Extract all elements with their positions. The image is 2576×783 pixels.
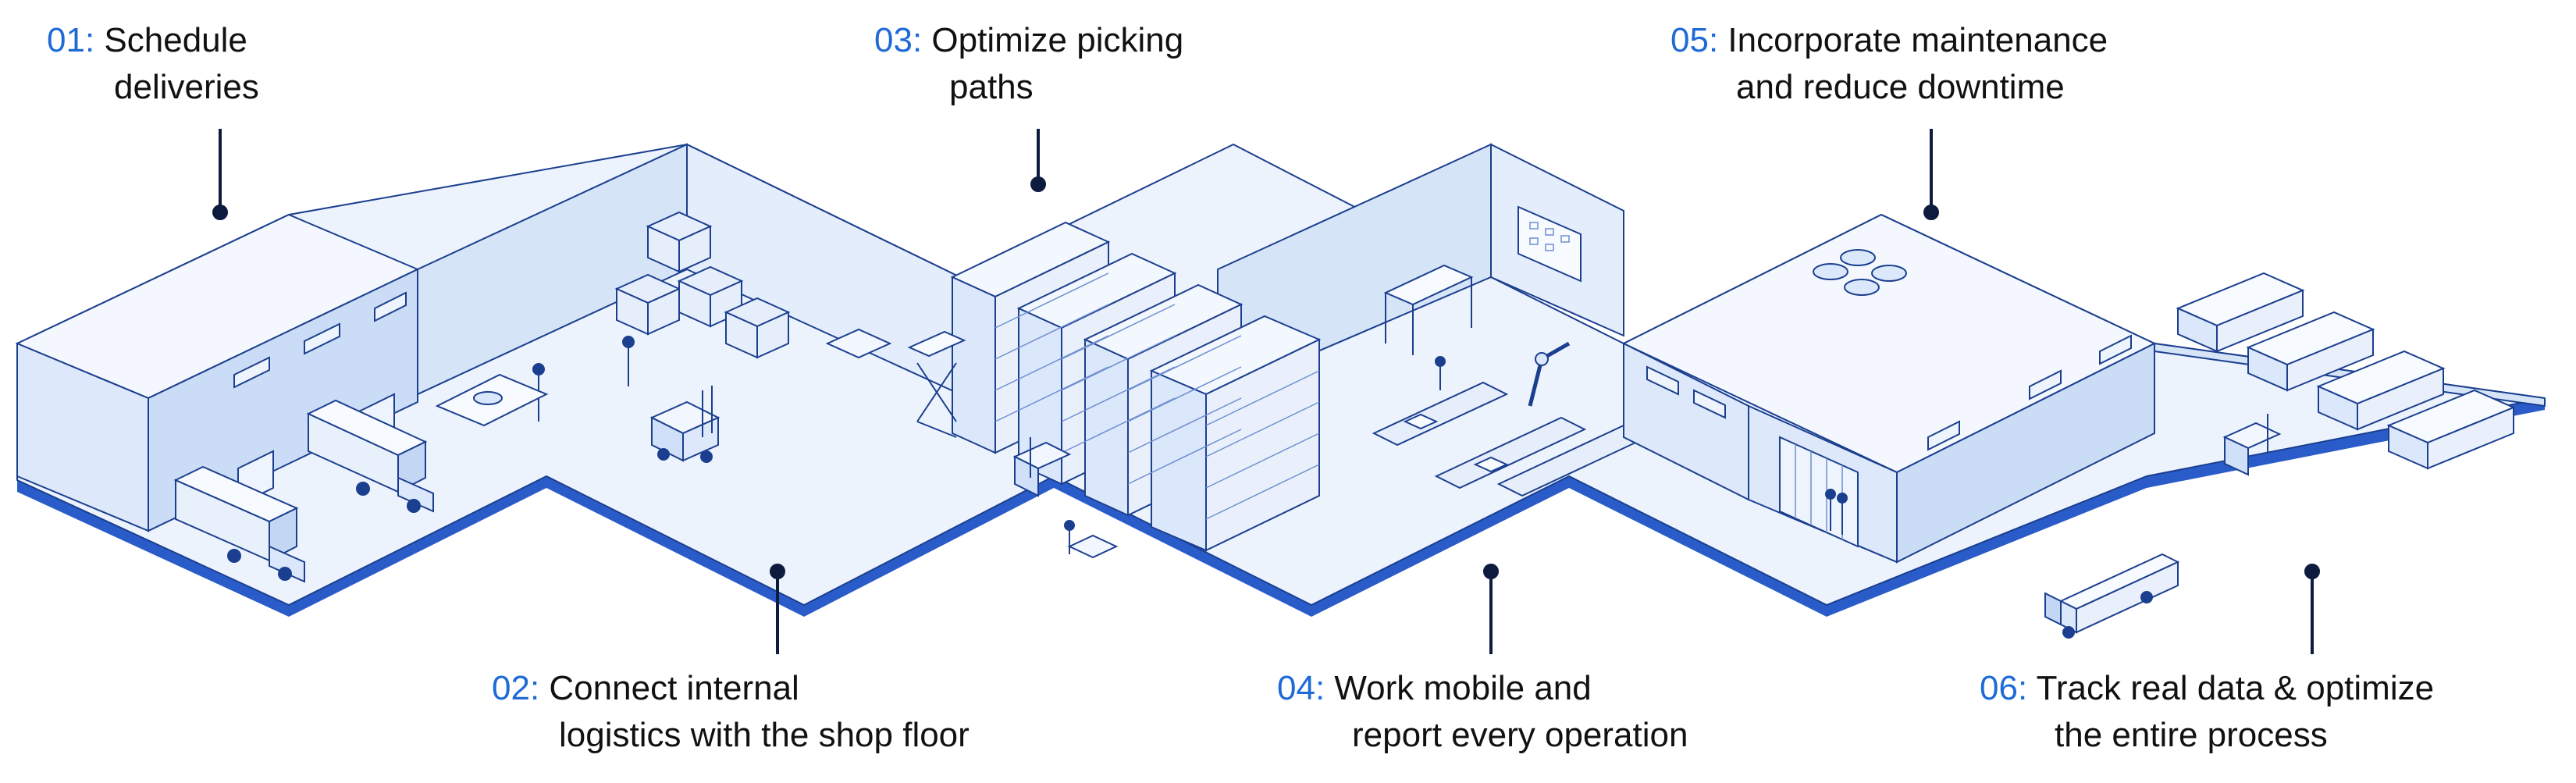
conveyor-icon [1372, 205, 1649, 497]
step-02-line1: Connect internal [549, 669, 799, 707]
factory-icon [1621, 213, 2157, 564]
bldg1-side [148, 268, 418, 532]
pin-02 [770, 564, 785, 654]
step-01-number: 01: [47, 21, 95, 59]
step-06-label: 06: Track real data & optimize the entir… [1980, 665, 2434, 759]
truck-dock-icon [173, 399, 434, 583]
step-03-line2: paths [949, 68, 1034, 106]
pins [212, 129, 2320, 654]
step-06-number: 06: [1980, 669, 2028, 707]
step-04-line1: Work mobile and [1334, 669, 1592, 707]
pin-06 [2304, 564, 2320, 654]
box-stack [614, 211, 791, 359]
step-04-number: 04: [1277, 669, 1325, 707]
forklift-icon [435, 211, 892, 463]
bldg2-side [1896, 342, 2155, 564]
step-03-line1: Optimize picking [931, 21, 1184, 59]
step-02-number: 02: [492, 669, 540, 707]
step-05-line1: Incorporate maintenance [1727, 21, 2108, 59]
step-01-label: 01: Schedule deliveries [47, 17, 259, 111]
step-04-line2: report every operation [1352, 716, 1688, 754]
fleet-icon [2044, 272, 2516, 639]
step-06-line2: the entire process [2055, 716, 2328, 754]
pin-05 [1923, 129, 1939, 220]
step-03-label: 03: Optimize picking paths [874, 17, 1183, 111]
step-02-line2: logistics with the shop floor [559, 716, 970, 754]
rack-shelves [994, 272, 1320, 520]
step-05-number: 05: [1670, 21, 1719, 59]
building-left [15, 213, 420, 532]
pin-01 [212, 129, 228, 220]
step-02-label: 02: Connect internal logistics with the … [492, 665, 970, 759]
step-05-label: 05: Incorporate maintenance and reduce d… [1670, 17, 2108, 111]
rack-4 [1149, 315, 1322, 552]
pin-04 [1483, 564, 1499, 654]
step-06-line1: Track real data & optimize [2036, 669, 2435, 707]
step-03-number: 03: [874, 21, 923, 59]
pin-03 [1030, 129, 1046, 192]
step-01-line1: Schedule [104, 21, 247, 59]
step-01-line2: deliveries [114, 68, 259, 106]
rack-icon [907, 221, 1322, 559]
step-05-line2: and reduce downtime [1736, 68, 2065, 106]
step-04-label: 04: Work mobile and report every operati… [1277, 665, 1688, 759]
